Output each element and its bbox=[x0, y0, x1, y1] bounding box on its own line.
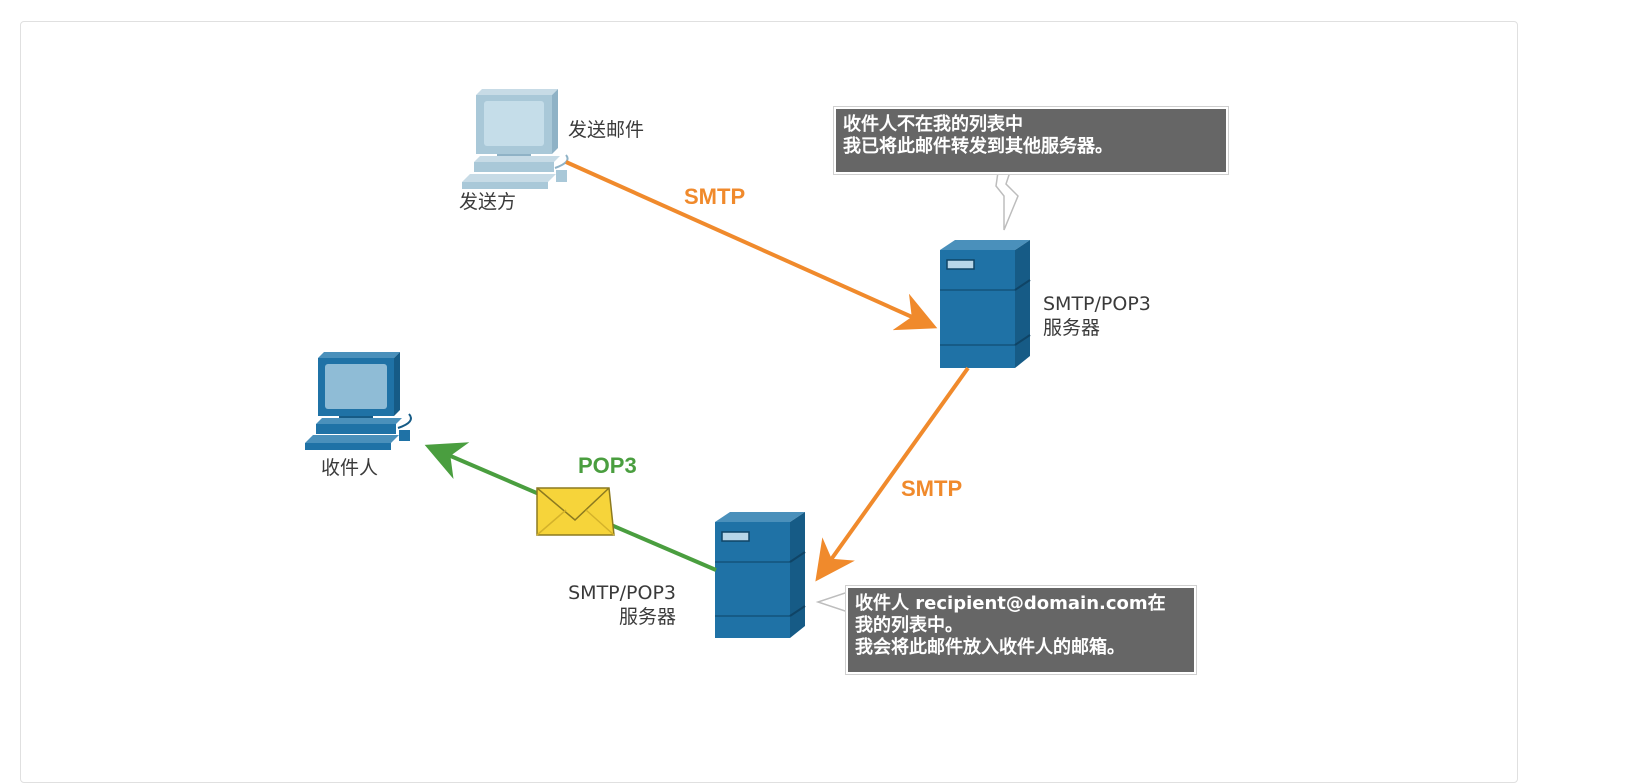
bottom-server-label: SMTP/POP3 服务器 bbox=[552, 581, 676, 629]
callout-bottom: 收件人 recipient@domain.com在 我的列表中。 我会将此邮件放… bbox=[846, 586, 1196, 674]
sender-action-label: 发送邮件 bbox=[568, 119, 645, 141]
smtp-label-right: SMTP bbox=[901, 476, 963, 501]
sender-computer-icon bbox=[462, 89, 569, 189]
smtp-arrow-sender-to-server bbox=[565, 160, 938, 331]
envelope-icon bbox=[536, 487, 615, 536]
receiver-name-label: 收件人 bbox=[321, 457, 379, 479]
top-server-label: SMTP/POP3 服务器 bbox=[1043, 292, 1151, 340]
sender-name-label: 发送方 bbox=[459, 191, 517, 213]
bottom-server-label-line1: SMTP/POP3 bbox=[568, 582, 676, 604]
diagram-frame bbox=[20, 21, 1518, 783]
diagram-canvas bbox=[305, 89, 1031, 638]
callout-top-line2: 我已将此邮件转发到其他服务器。 bbox=[843, 136, 1113, 157]
callout-bottom-tail bbox=[815, 590, 849, 614]
pop3-label: POP3 bbox=[578, 453, 637, 478]
top-server-label-line2: 服务器 bbox=[1043, 317, 1101, 339]
top-server-label-line1: SMTP/POP3 bbox=[1043, 293, 1151, 315]
top-server-icon bbox=[940, 240, 1031, 368]
smtp-label-top: SMTP bbox=[684, 184, 746, 209]
callout-bottom-line1: 收件人 recipient@domain.com在 bbox=[855, 593, 1166, 614]
callout-bottom-line3: 我会将此邮件放入收件人的邮箱。 bbox=[855, 637, 1125, 658]
callout-top: 收件人不在我的列表中 我已将此邮件转发到其他服务器。 bbox=[834, 107, 1228, 174]
smtp-arrow-server-to-server bbox=[815, 366, 970, 582]
callout-bottom-line2: 我的列表中。 bbox=[855, 615, 963, 636]
callout-top-tail bbox=[995, 171, 1019, 231]
bottom-server-icon bbox=[715, 512, 806, 638]
receiver-computer-icon bbox=[305, 352, 412, 450]
bottom-server-label-line2: 服务器 bbox=[618, 606, 676, 628]
callout-top-line1: 收件人不在我的列表中 bbox=[843, 114, 1023, 135]
